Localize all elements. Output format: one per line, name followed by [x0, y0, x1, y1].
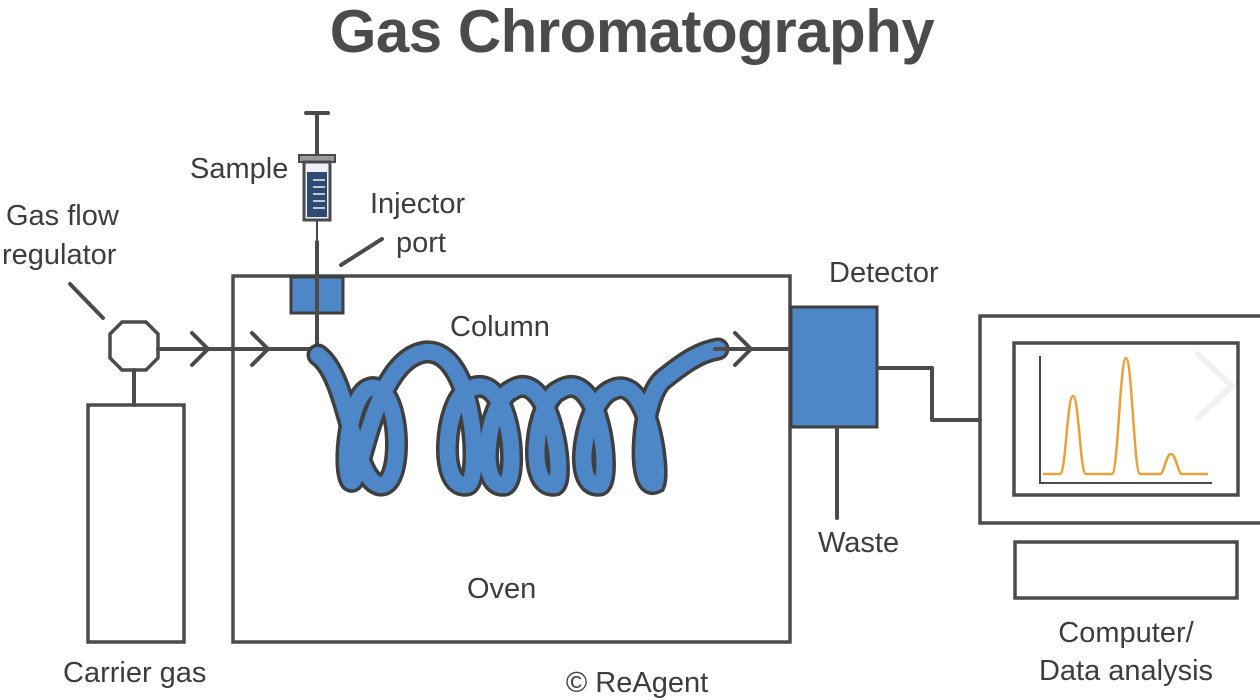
injector-port-label-line1: Injector: [370, 188, 465, 220]
detector-box: [789, 305, 879, 429]
gas-flow-regulator-icon: [108, 320, 160, 372]
monitor-screen: [1012, 341, 1240, 497]
detector-label: Detector: [829, 257, 939, 289]
computer-keyboard: [1013, 540, 1239, 600]
diagram-title: Gas Chromatography: [330, 0, 936, 65]
gas-flow-label-line2: regulator: [2, 239, 117, 271]
chromatogram-axes: [1039, 356, 1212, 484]
flow-arrow-1: [190, 331, 210, 367]
column-coil: [306, 337, 730, 497]
chromatogram-trace: [1043, 356, 1208, 476]
carrier-gas-label: Carrier gas: [63, 657, 206, 689]
waste-label: Waste: [818, 527, 899, 559]
gas-flow-label-line1: Gas flow: [6, 200, 120, 232]
computer-monitor: [978, 314, 1260, 525]
sample-label: Sample: [190, 153, 288, 185]
column-label: Column: [450, 311, 550, 343]
flow-arrow-3: [733, 331, 753, 367]
regulator-leader-line: [68, 282, 105, 320]
injector-port-label-line2: port: [396, 227, 446, 259]
oven-box: [231, 274, 792, 644]
computer-label-line1: Computer/: [1058, 617, 1194, 649]
copyright-label: © ReAgent: [566, 667, 708, 699]
injector-leader-line: [339, 237, 384, 267]
flow-arrow-2: [250, 331, 270, 367]
computer-label-line2: Data analysis: [1039, 655, 1213, 687]
oven-label: Oven: [467, 573, 536, 605]
signal-cable: [875, 366, 982, 422]
chevron-right-icon[interactable]: [1195, 351, 1235, 421]
syringe-graduations: [313, 179, 325, 209]
carrier-gas-cylinder: [86, 403, 186, 644]
